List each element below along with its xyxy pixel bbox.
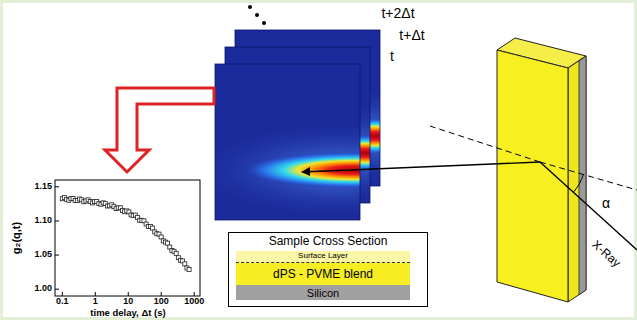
layer-label: dPS - PVME blend [236, 268, 410, 281]
dot [248, 5, 252, 9]
section-heading: Sample Cross Section [229, 233, 427, 248]
data-point [183, 262, 187, 266]
detector-frame [190, 64, 490, 220]
layer-band: Silicon [236, 285, 410, 300]
layer-band: dPS - PVME blend [236, 263, 410, 285]
incident-beam [540, 162, 637, 250]
axis-tick-label: 1.05 [34, 250, 52, 260]
tick-mark [55, 255, 59, 256]
scattered-beam [302, 162, 540, 172]
frame-time: t+Δt [399, 28, 424, 43]
dot [262, 21, 266, 25]
axis-title: time delay, Δt (s) [90, 308, 165, 318]
angle-arc [573, 174, 583, 192]
axis-tick-label: 1.00 [34, 284, 52, 294]
data-point [159, 235, 163, 239]
data-point [174, 251, 178, 255]
reference-line [430, 126, 540, 162]
frame-time: t+2Δt [381, 6, 414, 21]
reference-line [540, 162, 637, 190]
layer-label: Surface Layer [236, 252, 410, 261]
fit-curve [62, 199, 189, 269]
tick-mark [62, 292, 63, 296]
frame-time: t [390, 49, 394, 64]
tick-mark [55, 220, 59, 221]
tick-mark [95, 292, 96, 296]
ellipsis-dots [248, 5, 266, 25]
data-point [166, 241, 170, 245]
beam-label: X-Ray [589, 238, 623, 270]
tick-mark [128, 292, 129, 296]
axis-tick-label: 1.10 [34, 216, 52, 226]
axis-tick-label: 0.1 [56, 297, 69, 307]
angle-symbol: α [602, 196, 610, 211]
axis-title: g₂(q,t) [10, 222, 22, 254]
axis-tick-label: 100 [154, 297, 169, 307]
slab-side [568, 56, 586, 302]
cross-section-box: Sample Cross SectionSurface Layer dPS - P… [228, 232, 428, 307]
axis-tick-label: 1 [93, 297, 98, 307]
correlation-plot [55, 180, 200, 296]
axis-tick-label: 10 [123, 297, 133, 307]
data-point [187, 267, 191, 271]
plot-frame [55, 180, 200, 296]
sample-slab [497, 38, 586, 302]
dot [255, 13, 259, 17]
tick-mark [194, 292, 195, 296]
slab-front [497, 50, 568, 302]
tick-mark [55, 186, 59, 187]
layer-band: Surface Layer [236, 251, 410, 263]
tick-mark [161, 292, 162, 296]
axis-tick-label: 1.15 [34, 182, 52, 192]
data-point [151, 226, 155, 230]
layer-label: Silicon [236, 287, 410, 299]
tick-mark [55, 289, 59, 290]
hollow-arrow [105, 88, 214, 172]
axis-tick-label: 1000 [184, 297, 204, 307]
